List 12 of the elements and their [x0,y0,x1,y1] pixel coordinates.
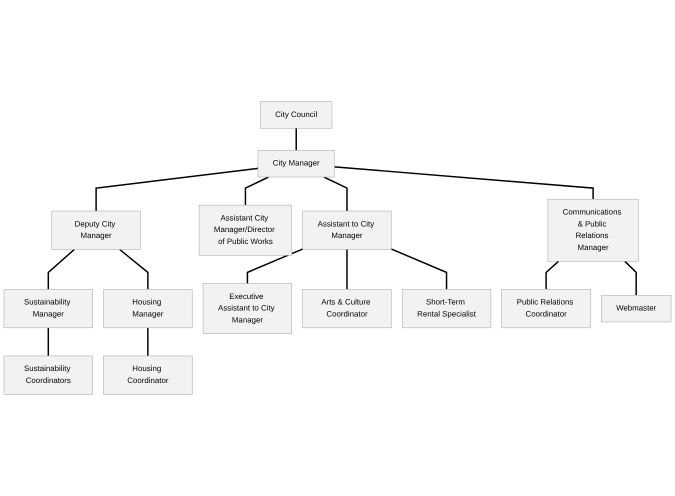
connector [334,166,594,200]
connector [48,328,50,356]
connector [545,260,559,290]
connector [119,248,149,290]
connector [95,168,258,212]
connector [346,249,348,290]
connector [246,248,303,284]
connector [147,328,149,356]
connector [48,248,75,290]
connector [624,260,637,296]
connector [391,248,448,290]
connector [295,128,297,150]
